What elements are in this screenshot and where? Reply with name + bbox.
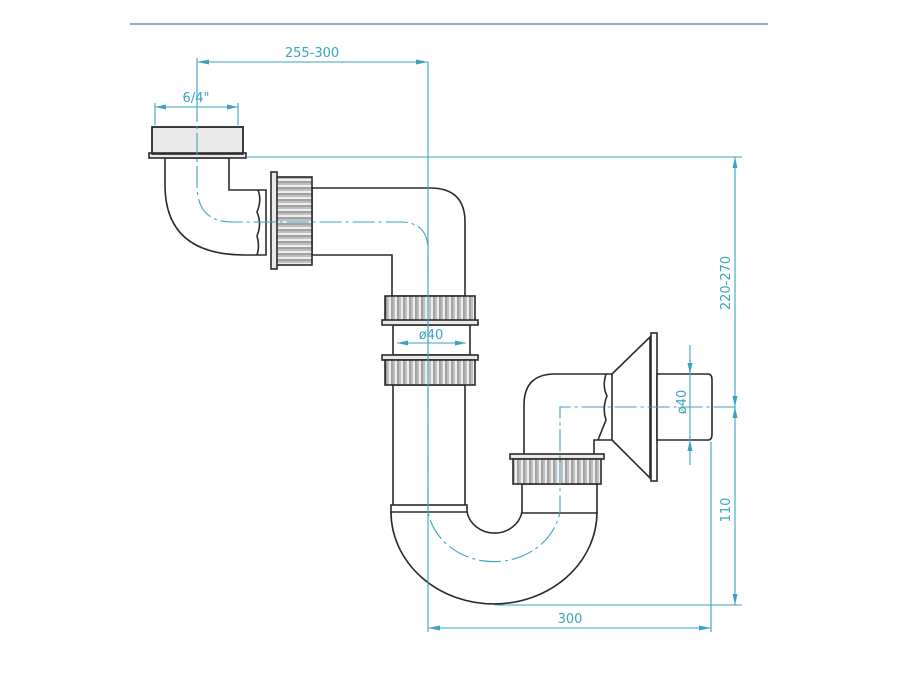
dim-riser-diameter: ø40 (419, 328, 444, 343)
outlet-nut (509, 453, 605, 485)
horizontal-nut (270, 171, 313, 270)
upper-riser-nut (381, 295, 479, 326)
dim-inlet-to-outlet-height: 220-270 (719, 256, 734, 310)
inlet-elbow (164, 157, 267, 256)
riser-pipe (390, 384, 468, 514)
dim-inlet-thread: 6/4" (183, 91, 210, 106)
dim-outlet-length: 300 (558, 612, 583, 627)
horizontal-pipe (311, 187, 466, 297)
outlet-elbow (523, 373, 615, 456)
dim-outlet-diameter: ø40 (675, 390, 690, 415)
lower-riser-nut (381, 354, 479, 386)
dim-outlet-height: 110 (719, 498, 734, 523)
dim-inlet-to-riser: 255-300 (285, 46, 339, 61)
centerlines (196, 100, 740, 563)
dimension-lines (154, 58, 742, 632)
